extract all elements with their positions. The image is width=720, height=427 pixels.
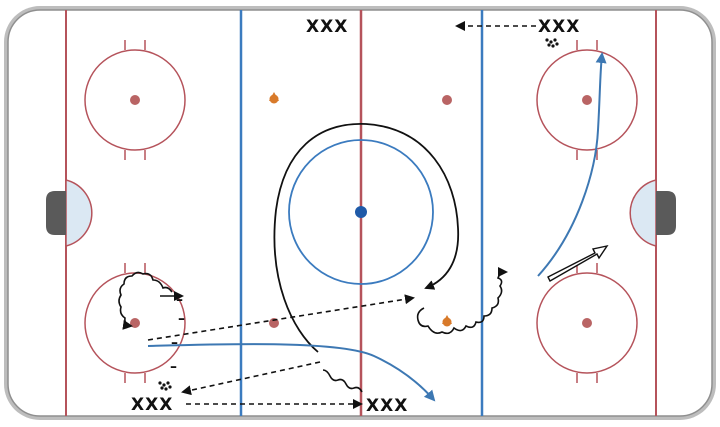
player-group-top-right: XXX (538, 17, 580, 37)
goal-crease-left (65, 179, 93, 247)
goal-net-left (46, 191, 66, 235)
skate-path-blue-bottom (147, 343, 436, 402)
puck-pile-icon (545, 38, 559, 48)
faceoff-dot (582, 95, 592, 105)
defender-mark: – (178, 311, 185, 327)
faceoff-dot (269, 318, 279, 328)
shot-arrow (547, 244, 609, 282)
faceoff-circle-top-right (536, 40, 638, 160)
faceoff-dot (130, 95, 140, 105)
goal-crease-right (629, 179, 657, 247)
pylon-icon (442, 315, 452, 327)
center-faceoff-dot (355, 206, 367, 218)
puck-carry-path (118, 271, 173, 330)
faceoff-circle-top-left (84, 40, 186, 160)
skate-path-blue-right (537, 52, 607, 277)
defender-mark: – (171, 335, 178, 351)
skate-path-loop (273, 123, 459, 353)
defender-mark: – (176, 292, 183, 308)
puck-pile-icon (158, 381, 172, 391)
faceoff-dot (442, 95, 452, 105)
faceoff-dot (130, 318, 140, 328)
faceoff-dot (582, 318, 592, 328)
player-group-top-center: XXX (306, 17, 348, 37)
player-group-bottom-center: XXX (366, 396, 408, 416)
goal-net-right (656, 191, 676, 235)
puck-carry-path (322, 369, 363, 393)
defender-mark: – (170, 359, 177, 375)
center-circle (288, 139, 434, 285)
puck-carry-path (416, 267, 508, 335)
player-group-bottom-left: XXX (131, 395, 173, 415)
pylon-icon (269, 92, 279, 104)
